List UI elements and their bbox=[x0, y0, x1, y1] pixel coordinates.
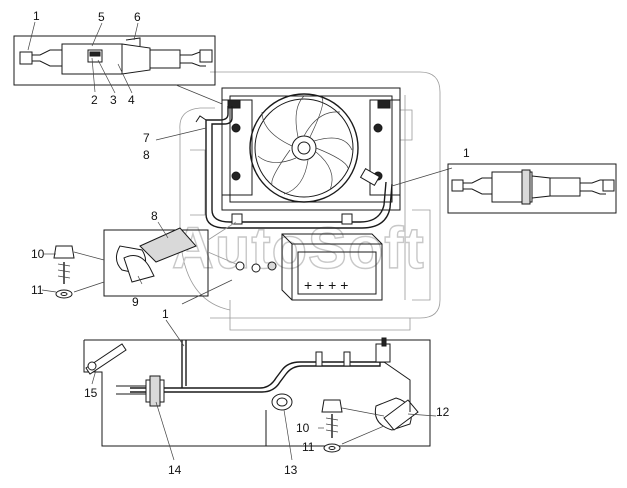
callout-leaders-left-bracket bbox=[41, 221, 169, 293]
callout-3: 3 bbox=[110, 93, 117, 107]
callout-11-left: 11 bbox=[31, 283, 44, 297]
callout-15: 15 bbox=[84, 386, 98, 400]
leader-bracket-to-harness bbox=[207, 221, 237, 265]
callout-9: 9 bbox=[132, 295, 139, 309]
callout-1-lower: 1 bbox=[162, 307, 169, 321]
callout-leader-right-1 bbox=[391, 167, 453, 187]
callout-leaders-lower bbox=[91, 279, 437, 461]
callout-leader-7-8 bbox=[155, 127, 207, 141]
radiator-fan-assembly bbox=[195, 87, 401, 229]
harness-inset-lower bbox=[83, 337, 431, 453]
callout-5: 5 bbox=[98, 10, 105, 24]
callout-7: 7 bbox=[143, 131, 150, 145]
callout-2: 2 bbox=[91, 93, 98, 107]
callout-6: 6 bbox=[134, 10, 141, 24]
callout-12: 12 bbox=[436, 405, 450, 419]
callout-10-left: 10 bbox=[31, 247, 45, 261]
fan-icon bbox=[249, 93, 359, 203]
callout-10-right: 10 bbox=[296, 421, 310, 435]
callout-1-top: 1 bbox=[33, 9, 40, 23]
callout-11-right: 11 bbox=[302, 440, 315, 454]
battery: + + + + bbox=[281, 233, 383, 301]
connector-inset-right bbox=[447, 163, 617, 214]
grommets bbox=[235, 261, 277, 273]
callout-labels: 1 5 6 2 3 4 7 8 1 8 10 11 9 1 15 14 13 1… bbox=[31, 9, 470, 477]
callout-4: 4 bbox=[128, 93, 135, 107]
svg-text:+ + + +: + + + + bbox=[304, 277, 348, 293]
callout-13: 13 bbox=[284, 463, 298, 477]
callout-8-left: 8 bbox=[143, 148, 150, 162]
callout-14: 14 bbox=[168, 463, 182, 477]
callout-1-right: 1 bbox=[463, 146, 470, 160]
bracket-inset-left bbox=[53, 227, 209, 299]
callout-8-mid: 8 bbox=[151, 209, 158, 223]
connector-inset-top-left bbox=[13, 35, 216, 86]
cable-tie-icon bbox=[85, 343, 127, 375]
